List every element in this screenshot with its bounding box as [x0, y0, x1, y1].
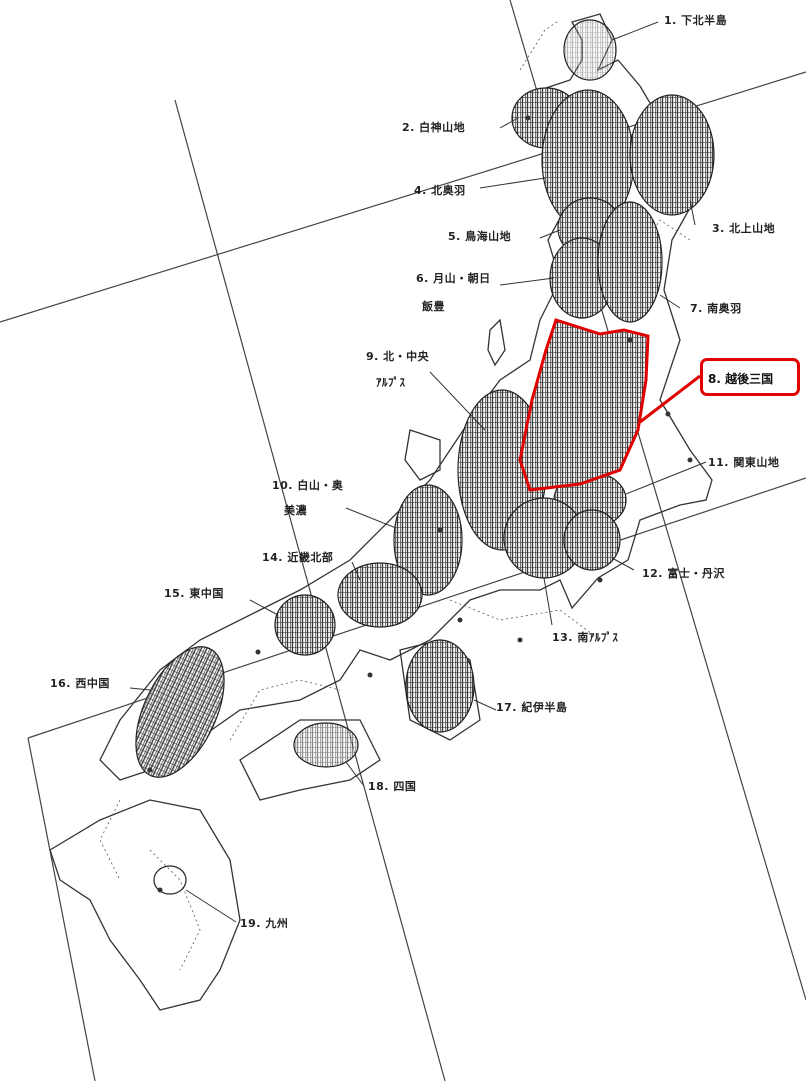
label-region-6b: 飯豊 [422, 300, 445, 313]
region-7-area [597, 201, 663, 323]
label-region-10b: 美濃 [284, 504, 307, 517]
label-region-2: 2. 白神山地 [402, 121, 466, 134]
highlight-connector [639, 374, 701, 424]
label-region-10: 10. 白山・奥 [272, 479, 344, 492]
noto-outline [404, 429, 441, 481]
region-17-area [405, 639, 475, 733]
label-region-7: 7. 南奥羽 [690, 302, 742, 315]
label-region-4: 4. 北奥羽 [414, 184, 466, 197]
label-region-16: 16. 西中国 [50, 677, 110, 690]
label-region-6: 6. 月山・朝日 [416, 272, 491, 285]
region-1-area [563, 19, 617, 81]
kyushu-outline [49, 799, 241, 1011]
label-region-18: 18. 四国 [368, 780, 417, 793]
label-region-14: 14. 近畿北部 [262, 551, 334, 564]
city-dots [147, 115, 693, 893]
region-14-area [337, 562, 423, 628]
label-region-9: 9. 北・中央 [366, 350, 430, 363]
region-16-area [135, 646, 225, 778]
region-10-area [393, 484, 463, 596]
region-3-area [629, 94, 715, 216]
region-15-area [274, 594, 336, 656]
label-region-17: 17. 紀伊半島 [496, 701, 568, 714]
label-region-15: 15. 東中国 [164, 587, 224, 600]
region-12-area [563, 509, 621, 571]
prefecture-boundaries [99, 19, 691, 971]
region-8-highlight [518, 318, 650, 492]
label-region-11: 11. 関東山地 [708, 456, 780, 469]
leader-lines [129, 21, 707, 923]
label-region-19: 19. 九州 [240, 917, 289, 930]
label-region-9b: ｱﾙﾌﾟｽ [376, 376, 406, 389]
region-19-area [153, 865, 187, 895]
highlight-label-box [700, 358, 800, 396]
sado-outline [487, 318, 506, 367]
region-18-area [293, 722, 359, 768]
label-region-12: 12. 富士・丹沢 [642, 567, 725, 580]
label-region-5: 5. 鳥海山地 [448, 230, 512, 243]
region-areas [135, 19, 715, 895]
label-region-3: 3. 北上山地 [712, 222, 776, 235]
label-region-13: 13. 南ｱﾙﾌﾟｽ [552, 631, 619, 644]
region-8-area [520, 320, 648, 490]
label-region-1: 1. 下北半島 [664, 14, 728, 27]
label-region-8: 8. 越後三国 [708, 372, 774, 386]
shikoku-outline [239, 719, 381, 801]
honshu-outline [99, 13, 713, 781]
